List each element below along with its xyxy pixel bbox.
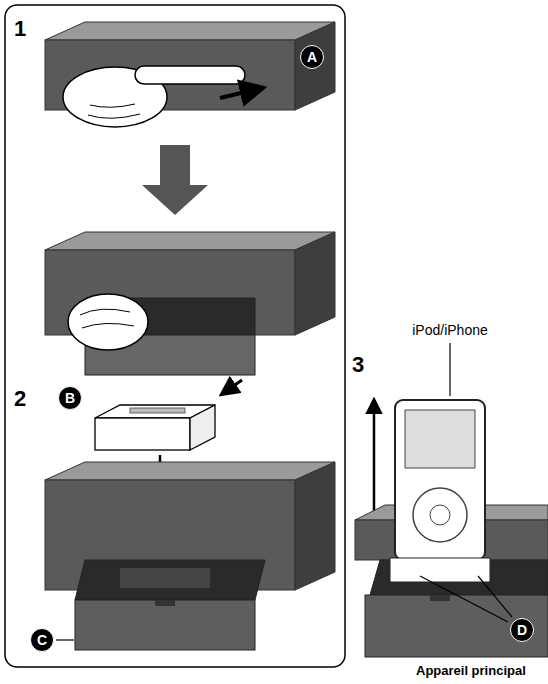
drawer-front xyxy=(365,595,548,657)
leader-line xyxy=(420,576,508,622)
callout-letter: C xyxy=(30,628,54,652)
dock-adapter xyxy=(95,405,215,450)
dock-adapter xyxy=(390,558,490,582)
dock-recess xyxy=(120,568,210,588)
hand-finger xyxy=(135,66,245,84)
callout-text: A xyxy=(307,50,317,64)
step-number: 2 xyxy=(14,386,26,411)
hand-fingers xyxy=(80,309,134,328)
ipod-player xyxy=(395,400,485,560)
hand-palm xyxy=(68,294,148,350)
drawer-notch xyxy=(430,595,450,601)
callout-text: D xyxy=(517,623,527,637)
ipod-button xyxy=(430,505,450,525)
callout-letter: B xyxy=(58,386,82,410)
hand-knuckles xyxy=(88,104,140,118)
part-label: iPod/iPhone xyxy=(412,322,488,338)
step-panel xyxy=(5,5,345,667)
leader-line xyxy=(56,639,74,640)
pressing-hand xyxy=(63,66,245,127)
pulling-hand xyxy=(68,294,148,350)
unit-top xyxy=(45,232,335,250)
ipod-body xyxy=(395,400,485,560)
main-unit-drawer-open xyxy=(45,232,335,375)
ipod-screen xyxy=(405,410,475,468)
ipod-wheel xyxy=(413,488,467,542)
drawer-notch xyxy=(155,600,175,606)
leader-line xyxy=(478,576,512,617)
unit-side xyxy=(295,232,335,335)
drawer-front xyxy=(75,600,255,650)
unit-side xyxy=(295,462,335,590)
unit-top xyxy=(45,22,335,40)
unit-side xyxy=(295,22,335,110)
dock-side xyxy=(190,405,215,450)
callout-letter: A xyxy=(300,45,324,69)
pull-arrow xyxy=(222,380,242,394)
push-arrow xyxy=(220,88,262,98)
callout-text: C xyxy=(37,633,47,647)
leader-line xyxy=(449,343,450,396)
sequence-arrow xyxy=(142,145,208,215)
callout-letter: D xyxy=(510,618,534,642)
drawer-tray xyxy=(75,560,265,600)
main-unit-drawer-open xyxy=(45,462,335,650)
step-number: 3 xyxy=(352,352,364,377)
part-label: Appareil principal xyxy=(416,664,526,679)
unit-top xyxy=(45,462,335,480)
step-number: 1 xyxy=(14,16,26,41)
callout-text: B xyxy=(65,391,75,405)
dock-slot xyxy=(130,408,185,413)
dock-front xyxy=(95,418,190,450)
